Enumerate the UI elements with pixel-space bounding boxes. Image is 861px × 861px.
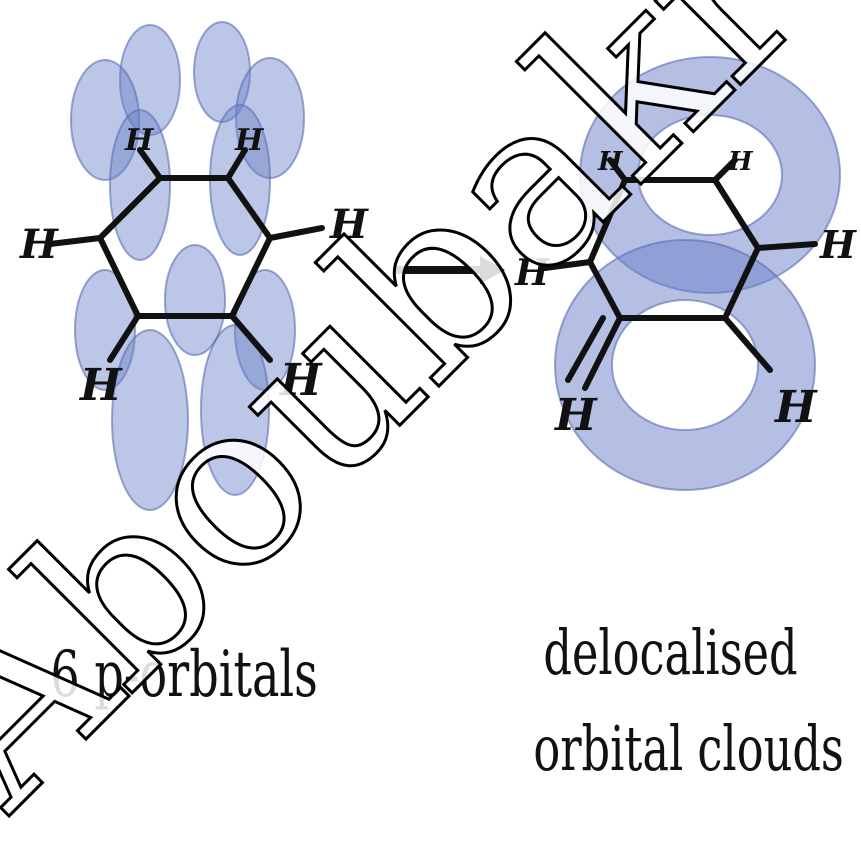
- atom-label-h: H: [727, 147, 754, 177]
- atom-label-h: H: [234, 123, 265, 158]
- atom-label-h: H: [19, 221, 59, 268]
- label-p-orbitals: 6 p-orbitals: [50, 640, 309, 710]
- atom-label-h: H: [124, 123, 155, 158]
- bond: [758, 244, 815, 248]
- p-orbital-lobe: [112, 330, 188, 510]
- atom-label-h: H: [597, 147, 624, 177]
- atom-label-h: H: [78, 360, 123, 411]
- label-line-2: orbital clouds: [533, 701, 807, 797]
- atom-label-h: H: [819, 222, 857, 267]
- label-line-1: delocalised: [533, 605, 807, 701]
- atom-label-h: H: [553, 390, 598, 441]
- atom-label-h: H: [773, 382, 818, 433]
- label-delocalised-clouds: delocalised orbital clouds: [533, 605, 807, 797]
- atom-label-h: H: [329, 201, 369, 248]
- atom-label-h: H: [278, 355, 323, 406]
- p-orbital-lobe: [165, 245, 225, 355]
- atom-label-h: H: [514, 252, 550, 294]
